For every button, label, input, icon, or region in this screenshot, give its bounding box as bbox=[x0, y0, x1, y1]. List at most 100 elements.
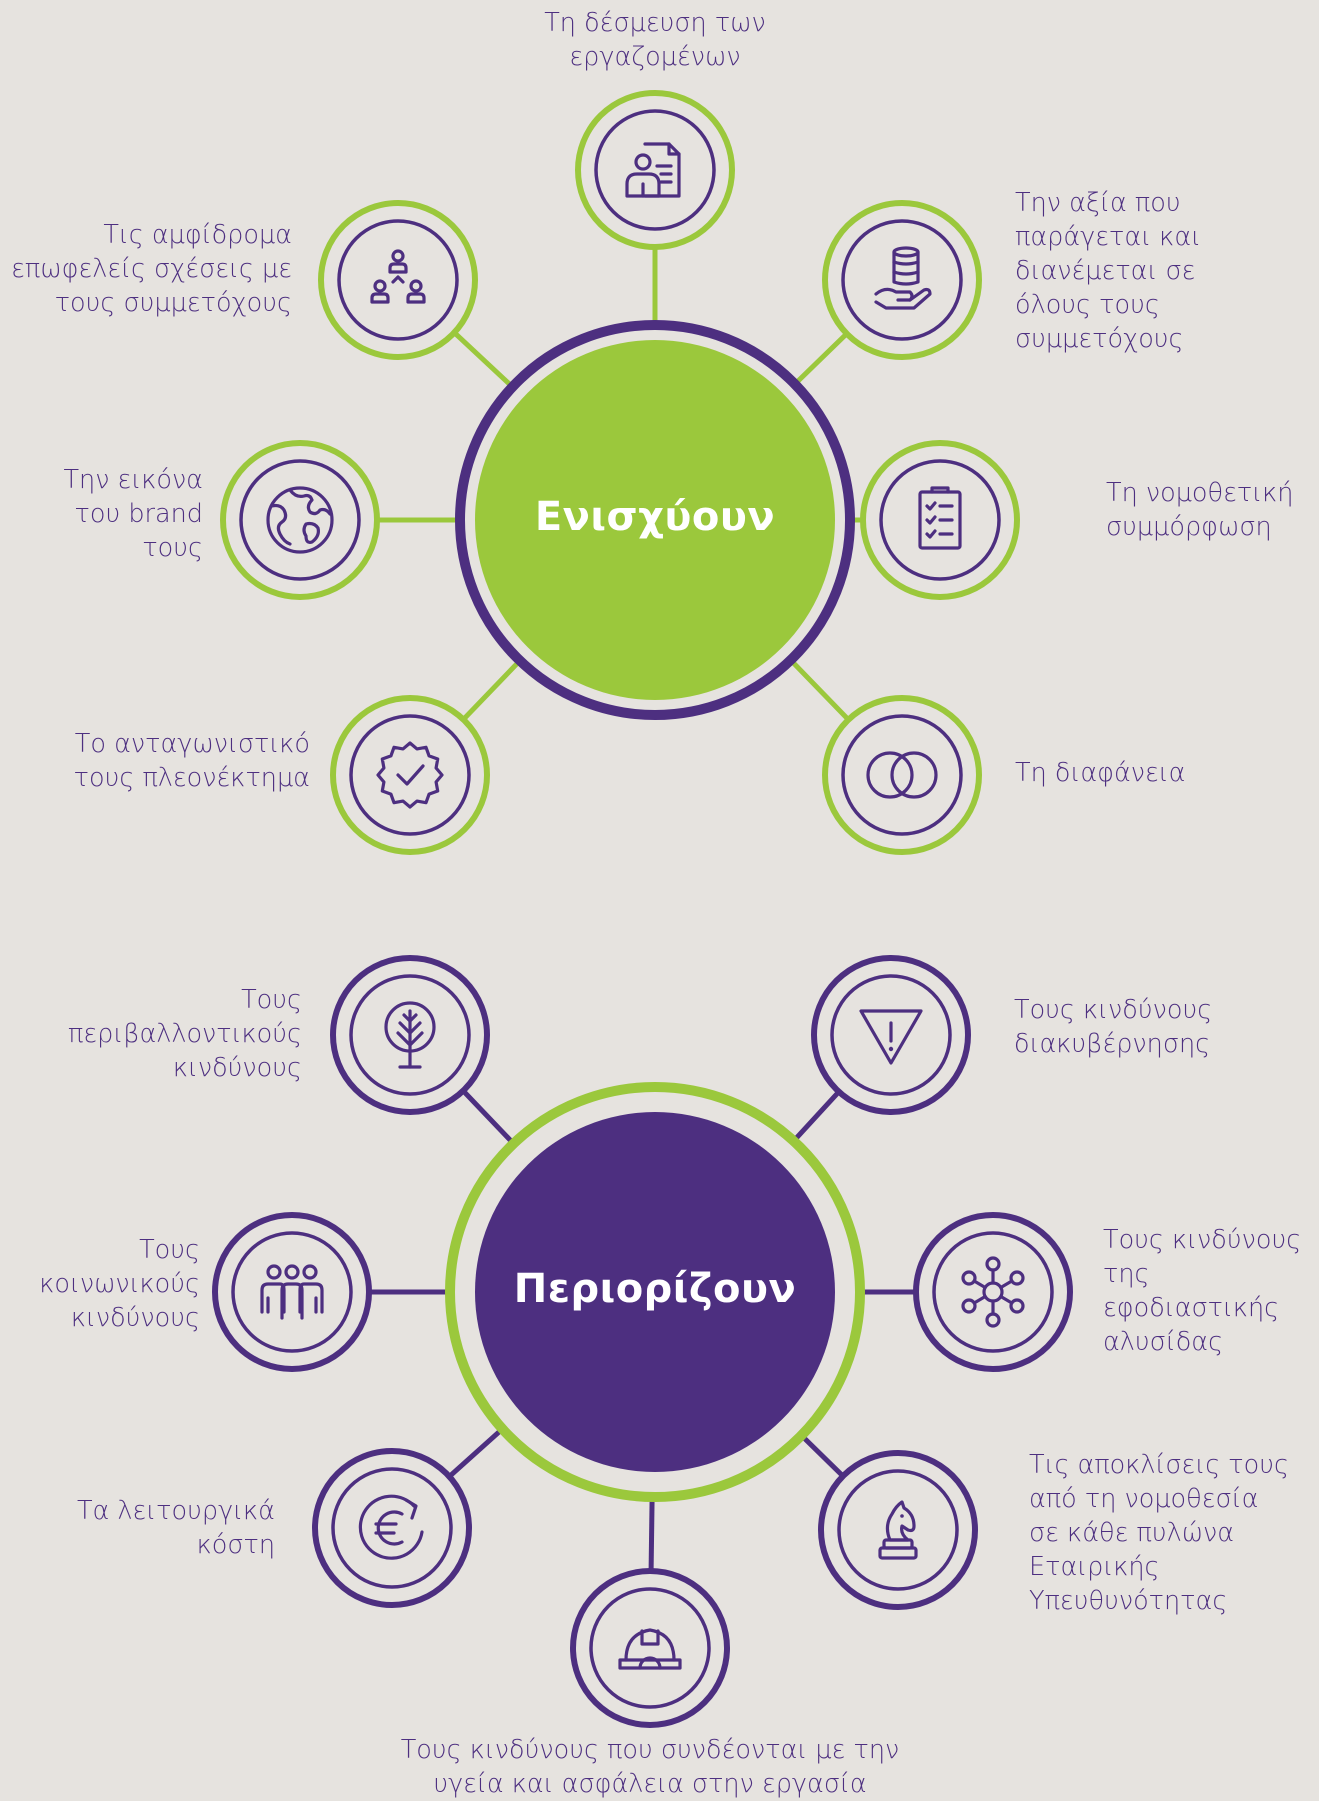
node-label-line: συμμόρφωση bbox=[1106, 512, 1272, 542]
people-group-icon bbox=[260, 1264, 324, 1320]
node-label: Την αξία που παράγεται και διανέμεται σε όλ… bbox=[1015, 186, 1201, 356]
node-inner-ring bbox=[879, 459, 1001, 581]
node-outer-ring bbox=[570, 1568, 730, 1728]
node-label-line: αλυσίδας bbox=[1103, 1327, 1224, 1357]
node-label-line: Υπευθυνότητας bbox=[1029, 1586, 1228, 1616]
node-inner-ring bbox=[239, 459, 361, 581]
badge-check-icon bbox=[376, 741, 444, 809]
node-outer-ring bbox=[575, 90, 735, 250]
node-inner-ring bbox=[349, 714, 471, 836]
hub-fill-circle bbox=[475, 340, 835, 700]
hub-fill-circle bbox=[475, 1112, 835, 1472]
node-label-line: Τους κινδύνους bbox=[1014, 995, 1213, 1025]
employee-document-icon bbox=[625, 142, 681, 198]
node-inner-ring bbox=[589, 1587, 711, 1709]
node-outer-ring bbox=[822, 200, 982, 360]
node-label-line: κινδύνους bbox=[172, 1053, 302, 1083]
node-label-line: σε κάθε πυλώνα bbox=[1029, 1518, 1235, 1548]
diagram-node bbox=[822, 695, 982, 855]
node-label-line: Τα λειτουργικά bbox=[76, 1496, 275, 1526]
node-label-line: Τις αμφίδρομα bbox=[103, 220, 292, 250]
diagram-node bbox=[818, 1450, 978, 1610]
hub-label: Ενισχύουν bbox=[534, 494, 776, 540]
node-inner-ring bbox=[231, 1231, 353, 1353]
node-label-line: κοινωνικούς bbox=[39, 1269, 200, 1299]
node-inner-ring bbox=[331, 1467, 453, 1589]
node-label-line: τους πλεονέκτημα bbox=[73, 763, 310, 793]
node-label-line: Την εικόνα bbox=[63, 465, 203, 495]
node-inner-ring bbox=[932, 1231, 1054, 1353]
diagram-node bbox=[318, 200, 478, 360]
node-outer-ring bbox=[220, 440, 380, 600]
coins-hand-icon bbox=[874, 246, 932, 310]
diagram-node bbox=[822, 200, 982, 360]
node-label: Το ανταγωνιστικό τους πλεονέκτημα bbox=[74, 727, 310, 795]
node-label-line: Εταιρικής bbox=[1029, 1552, 1160, 1582]
node-label: Τους περιβαλλοντικούς κινδύνους bbox=[68, 983, 302, 1085]
diagram-node bbox=[330, 695, 490, 855]
node-label-line: Το ανταγωνιστικό bbox=[74, 729, 310, 759]
node-outer-ring bbox=[818, 1450, 978, 1610]
node-inner-ring bbox=[337, 219, 459, 341]
node-label-line: όλους τους bbox=[1015, 290, 1160, 320]
node-label: Τη διαφάνεια bbox=[1015, 756, 1185, 790]
node-label-line: υγεία και ασφάλεια στην εργασία bbox=[433, 1769, 867, 1799]
euro-cycle-icon bbox=[358, 1494, 424, 1560]
node-label-line: παράγεται και bbox=[1015, 222, 1201, 252]
node-label-line: εφοδιαστικής bbox=[1103, 1293, 1280, 1323]
overlapping-circles-icon bbox=[866, 751, 938, 799]
diagram-node bbox=[570, 1568, 730, 1728]
node-label-line: συμμετόχους bbox=[1015, 324, 1184, 354]
node-label-line: του brand bbox=[74, 499, 203, 529]
node-label-line: τους συμμετόχους bbox=[54, 288, 292, 318]
node-label-line: διανέμεται σε bbox=[1015, 256, 1196, 286]
chess-knight-icon bbox=[878, 1500, 918, 1560]
node-inner-ring bbox=[830, 974, 952, 1096]
checklist-icon bbox=[918, 486, 962, 550]
node-label: Τους κινδύνους της εφοδιαστικής αλυσίδας bbox=[1103, 1223, 1301, 1359]
node-label-line: Τους bbox=[139, 1235, 200, 1265]
node-label-line: περιβαλλοντικούς bbox=[68, 1019, 302, 1049]
node-outer-ring bbox=[330, 695, 490, 855]
node-label: Τα λειτουργικά κόστη bbox=[77, 1494, 275, 1562]
node-label-line: κινδύνους bbox=[70, 1303, 200, 1333]
node-label-line: κόστη bbox=[196, 1530, 275, 1560]
node-label-line: Τη δέσμευση των bbox=[544, 8, 766, 38]
node-outer-ring bbox=[913, 1212, 1073, 1372]
tree-icon bbox=[384, 1001, 436, 1069]
node-label-line: της bbox=[1103, 1259, 1150, 1289]
diagram-node bbox=[575, 90, 735, 250]
diagram-node bbox=[312, 1448, 472, 1608]
node-inner-ring bbox=[837, 1469, 959, 1591]
node-label-line: επωφελείς σχέσεις με bbox=[11, 254, 292, 284]
hard-hat-icon bbox=[618, 1628, 682, 1670]
node-label-line: Τις αποκλίσεις τους bbox=[1029, 1450, 1289, 1480]
node-label-line: τους bbox=[142, 533, 203, 563]
node-label: Τους κινδύνους που συνδέονται με την υγεί… bbox=[350, 1733, 950, 1801]
node-inner-ring bbox=[594, 109, 716, 231]
top-section-group bbox=[220, 90, 1020, 855]
node-label: Τη δέσμευση των εργαζομένων bbox=[355, 6, 955, 74]
node-outer-ring bbox=[312, 1448, 472, 1608]
globe-icon bbox=[266, 486, 334, 554]
node-label-line: εργαζομένων bbox=[569, 42, 741, 72]
node-outer-ring bbox=[822, 695, 982, 855]
diagram-node bbox=[860, 440, 1020, 600]
node-label-line: Τους κινδύνους που συνδέονται με την bbox=[400, 1735, 900, 1765]
node-outer-ring bbox=[212, 1212, 372, 1372]
node-label: Τις αμφίδρομα επωφελείς σχέσεις με τους συ… bbox=[11, 218, 292, 320]
warning-triangle-icon bbox=[859, 1009, 923, 1065]
node-label: Τους κοινωνικούς κινδύνους bbox=[39, 1233, 200, 1335]
node-label-line: Τους κινδύνους bbox=[1103, 1225, 1302, 1255]
node-label-line: Την αξία που bbox=[1015, 188, 1181, 218]
diagram-node bbox=[212, 1212, 372, 1372]
node-label-line: Τη διαφάνεια bbox=[1015, 758, 1186, 788]
node-outer-ring bbox=[318, 200, 478, 360]
node-label-line: Τους bbox=[241, 985, 302, 1015]
bottom-section-group bbox=[212, 955, 1073, 1728]
diagram-node bbox=[220, 440, 380, 600]
